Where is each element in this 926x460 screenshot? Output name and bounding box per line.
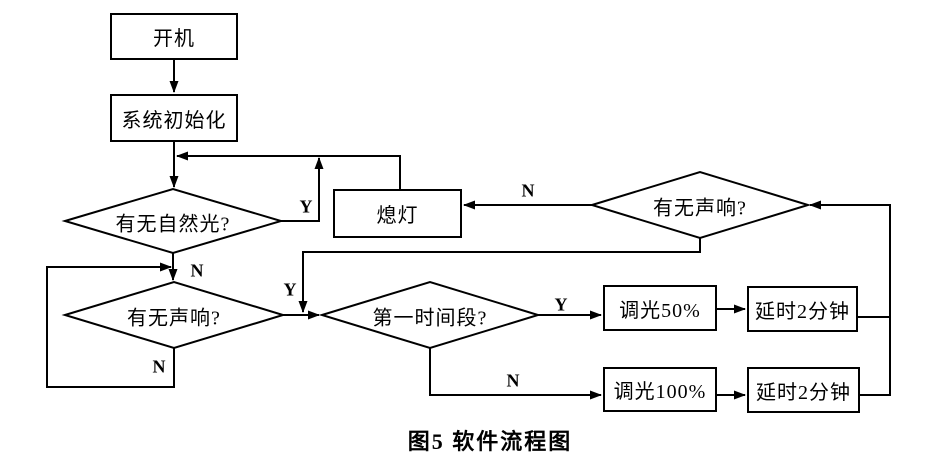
node-delay-2min-b-label: 延时2分钟	[756, 381, 851, 404]
edge-firstperiod-no	[429, 348, 602, 400]
label-sound-upper-no: N	[521, 180, 535, 201]
edge-lightsoff-feedback	[176, 151, 401, 189]
node-system-init-label: 系统初始化	[121, 109, 227, 132]
node-lights-off-label: 熄灯	[376, 205, 419, 227]
node-lights-off: 熄灯	[333, 189, 462, 238]
edge-soundlower-no-loop	[46, 262, 175, 388]
diamond-sound-upper	[588, 170, 812, 240]
edge-soundupper-yes	[298, 238, 701, 313]
node-delay-2min-b: 延时2分钟	[747, 367, 860, 413]
label-natural-light-no: N	[190, 260, 204, 281]
figure-caption: 图5 软件流程图	[407, 429, 573, 454]
label-natural-light-yes: Y	[299, 196, 313, 217]
node-delay-2min-a: 延时2分钟	[747, 286, 858, 332]
diamond-sound-lower	[61, 280, 287, 350]
node-dim-50: 调光50%	[603, 285, 717, 331]
diamond-natural-light-label: 有无自然光?	[115, 213, 231, 236]
diamond-sound-upper-label: 有无声响?	[653, 197, 747, 220]
diamond-natural-light	[61, 187, 285, 255]
label-first-period-yes: Y	[554, 294, 568, 315]
node-dim-100-label: 调光100%	[613, 381, 707, 403]
node-delay-2min-a-label: 延时2分钟	[755, 300, 850, 323]
node-power-on-label: 开机	[153, 28, 195, 50]
label-sound-lower-yes: Y	[283, 279, 297, 300]
label-sound-lower-no: N	[152, 356, 166, 377]
node-system-init: 系统初始化	[110, 94, 238, 142]
node-dim-50-label: 调光50%	[619, 299, 701, 322]
diamond-first-period-label: 第一时间段?	[372, 307, 488, 330]
diamond-first-period	[318, 280, 542, 350]
edge-naturallight-yes	[281, 157, 324, 222]
node-dim-100: 调光100%	[603, 367, 717, 412]
node-power-on: 开机	[110, 13, 238, 60]
label-first-period-no: N	[506, 370, 520, 391]
diamond-sound-lower-label: 有无声响?	[127, 307, 221, 330]
edge-delayb-feedback	[809, 200, 891, 396]
